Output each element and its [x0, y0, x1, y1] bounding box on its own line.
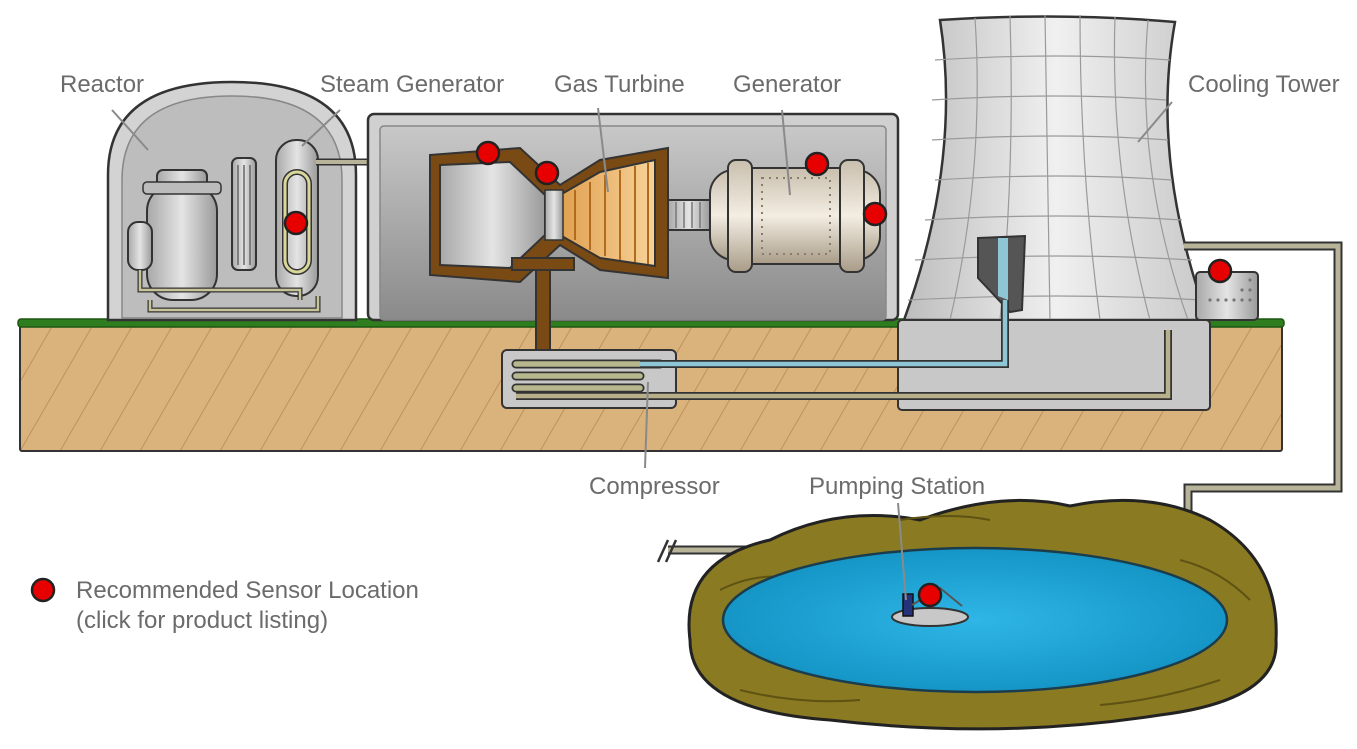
sensor-pumping-station[interactable] — [917, 582, 943, 608]
reactor-building — [106, 80, 358, 322]
legend-line-1: Recommended Sensor Location — [76, 577, 419, 604]
legend-line-2: (click for product listing) — [76, 607, 328, 634]
sensor-cooling-pump[interactable] — [1207, 258, 1233, 284]
legend-sensor-icon — [30, 577, 56, 603]
component-labels: Reactor Steam Generator Gas Turbine Gene… — [60, 71, 1340, 500]
leader-lines — [111, 101, 1173, 601]
sensor-generator-top[interactable] — [804, 151, 830, 177]
cooling-tower-label: Cooling Tower — [1188, 71, 1340, 98]
compressor-label: Compressor — [589, 473, 720, 500]
sensor-markers — [283, 140, 1233, 608]
pumping-station-label: Pumping Station — [809, 473, 985, 500]
reactor-label: Reactor — [60, 71, 144, 98]
gas-turbine — [429, 146, 711, 355]
lake — [687, 498, 1278, 731]
steam-generator-label: Steam Generator — [320, 71, 504, 98]
underground-pipes — [516, 300, 1172, 400]
sensor-turbine-casing[interactable] — [534, 160, 560, 186]
generator — [709, 159, 881, 273]
legend: Recommended Sensor Location (click for p… — [30, 577, 419, 634]
generator-label: Generator — [733, 71, 841, 98]
gas-turbine-label: Gas Turbine — [554, 71, 685, 98]
cooling-tower — [902, 14, 1259, 322]
sensor-generator-side[interactable] — [862, 201, 888, 227]
sensor-turbine-inlet[interactable] — [475, 140, 501, 166]
sensor-steam-generator[interactable] — [283, 210, 309, 236]
